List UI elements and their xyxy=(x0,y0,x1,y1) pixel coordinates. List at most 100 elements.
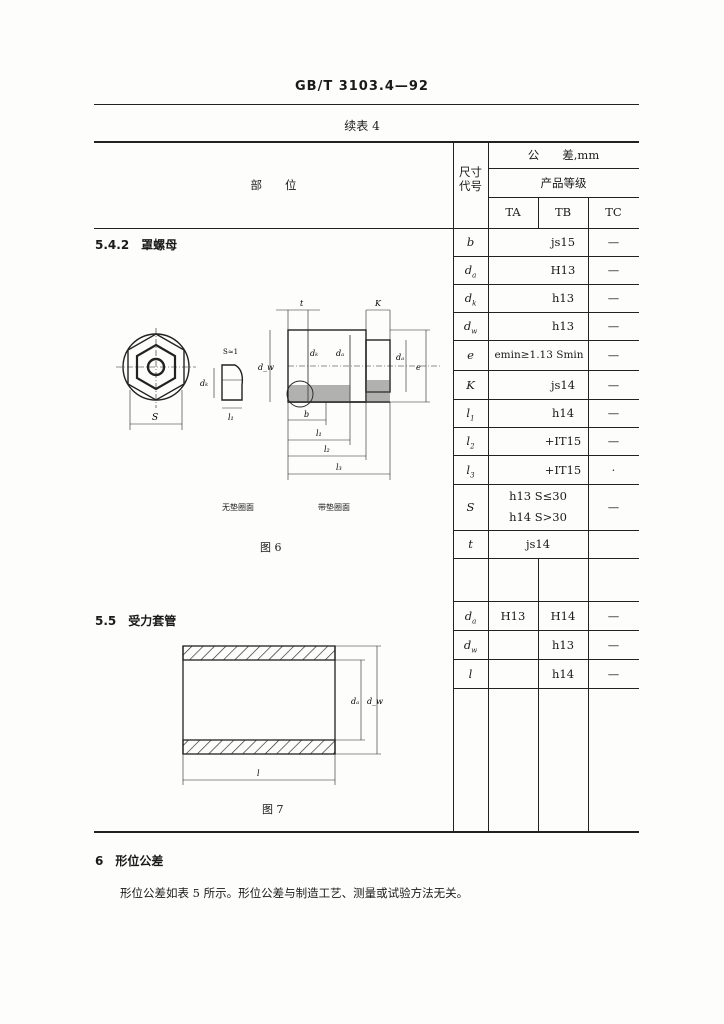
col-tolerance-header: 公 差,mm xyxy=(527,148,600,162)
dim-k-label: K xyxy=(374,299,382,308)
row-line xyxy=(453,340,639,341)
sym-sleeve-dw: dw xyxy=(463,638,478,655)
tc-s: — xyxy=(607,500,620,514)
s1-label: S≈1 xyxy=(223,348,238,356)
val-dw: h13 xyxy=(551,319,575,333)
dim-s-label: S xyxy=(152,413,158,423)
header-rule xyxy=(94,104,639,105)
table-hline-tol xyxy=(488,168,639,169)
dim-e-label: e xyxy=(416,363,421,372)
figure6-caption: 图 6 xyxy=(260,541,282,554)
sym-l3: l3 xyxy=(466,463,475,480)
val-da: H13 xyxy=(550,263,576,277)
grade-tc: TC xyxy=(605,205,622,219)
sym-l2: l2 xyxy=(466,434,475,451)
dim-da2-label: dₐ xyxy=(396,353,404,362)
table-continued-title: 续表 4 xyxy=(344,119,380,133)
sym-sleeve-da: da xyxy=(464,609,477,626)
row-line xyxy=(453,659,639,660)
row-line xyxy=(453,284,639,285)
tc-l3: · xyxy=(611,463,616,477)
tc-sleeve-l: — xyxy=(607,667,620,681)
grade-tb: TB xyxy=(554,205,572,219)
row-line xyxy=(453,312,639,313)
table-hline-grade xyxy=(488,197,639,198)
dim-da-label: dₐ xyxy=(336,349,344,358)
row-line xyxy=(453,370,639,371)
tc-e: — xyxy=(607,348,620,362)
tc-l1: — xyxy=(607,406,620,420)
val-sleeve-da-ta: H13 xyxy=(500,609,526,623)
dim-t-label: t xyxy=(300,299,304,308)
sym-b: b xyxy=(466,235,475,249)
fig6-label-left: 无垫圈面 xyxy=(222,503,254,512)
val-t: js14 xyxy=(525,537,551,551)
row-line xyxy=(453,530,639,531)
grade-ta: TA xyxy=(505,205,521,219)
standard-code: GB/T 3103.4—92 xyxy=(295,79,429,94)
col-part-header: 部 位 xyxy=(250,178,297,192)
val-e: emin≥1.13 Smin xyxy=(494,349,584,361)
sym-dk: dk xyxy=(464,291,477,308)
table-header-bottom xyxy=(94,228,639,229)
sym-da: da xyxy=(464,263,477,280)
row-line xyxy=(453,455,639,456)
sym-dw: dw xyxy=(463,319,478,336)
sym-e: e xyxy=(467,348,474,362)
dim-l2-label: l₂ xyxy=(324,445,330,454)
dim-l3-label: l₃ xyxy=(336,463,342,472)
tb-tc-line-lower xyxy=(588,558,589,831)
row-line xyxy=(453,558,639,559)
tc-da: — xyxy=(607,263,620,277)
tc-column-line xyxy=(588,228,589,558)
val-sleeve-l: h14 xyxy=(551,667,575,681)
val-l3: +IT15 xyxy=(544,463,582,477)
dim-l1-label: l₁ xyxy=(316,429,322,438)
ta-tb-line-lower xyxy=(538,558,539,831)
table-top-rule xyxy=(94,141,639,143)
dim-dw-label: d_w xyxy=(258,363,274,372)
row-line xyxy=(453,601,639,602)
row-line xyxy=(453,688,639,689)
table-divider-symbol xyxy=(488,141,489,831)
val-l2: +IT15 xyxy=(544,434,582,448)
dim-b-label: b xyxy=(304,410,309,419)
sym-sleeve-l: l xyxy=(468,667,473,681)
val-k: js14 xyxy=(550,378,576,392)
row-line xyxy=(453,399,639,400)
row-line xyxy=(453,256,639,257)
section-sleeve-heading: 5.5 受力套管 xyxy=(95,614,177,628)
tc-dk: — xyxy=(607,291,620,305)
fig6-label-right: 带垫圈面 xyxy=(318,503,350,512)
table-vline-tb xyxy=(588,197,589,228)
val-sleeve-dw: h13 xyxy=(551,638,575,652)
tc-b: — xyxy=(607,235,620,249)
dk-label-small: dₖ xyxy=(200,379,208,388)
tc-sleeve-dw: — xyxy=(607,638,620,652)
tc-dw: — xyxy=(607,319,620,333)
sym-s: S xyxy=(466,500,475,514)
tc-sleeve-da: — xyxy=(607,609,620,623)
sym-l1: l1 xyxy=(466,406,475,423)
tc-k: — xyxy=(607,378,620,392)
col-grade-header: 产品等级 xyxy=(540,176,587,190)
row-line xyxy=(453,484,639,485)
figure7-drawing: dₐ d_w l xyxy=(182,645,383,785)
col-symbol-header: 尺寸 代号 xyxy=(459,165,482,193)
section6-heading: 6 形位公差 xyxy=(95,854,164,868)
row-line xyxy=(453,427,639,428)
table-vline-ta xyxy=(538,197,539,228)
row-line xyxy=(453,630,639,631)
val-sleeve-da-tb: H14 xyxy=(550,609,576,623)
val-l1: h14 xyxy=(551,406,575,420)
val-dk: h13 xyxy=(551,291,575,305)
section6-text: 形位公差如表 5 所示。形位公差与制造工艺、测量或试验方法无关。 xyxy=(120,886,469,900)
tc-l2: — xyxy=(607,434,620,448)
val-s-2: h14 S>30 xyxy=(509,510,567,524)
sleeve-da-label: dₐ xyxy=(351,697,359,706)
table-divider-part xyxy=(453,141,454,831)
table-bottom-rule xyxy=(94,831,639,833)
figure7-caption: 图 7 xyxy=(262,803,284,816)
val-b: js15 xyxy=(550,235,576,249)
sym-k: K xyxy=(466,378,475,392)
